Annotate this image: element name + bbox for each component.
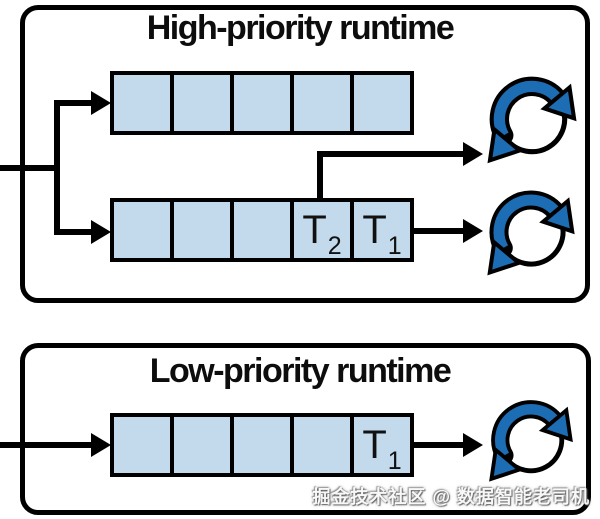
queue-cell [172, 415, 232, 475]
watermark-text: 掘金技术社区 @ 数据智能老司机 [312, 487, 590, 507]
task-label [262, 83, 263, 123]
low-priority-runtime-title: Low-priority runtime [149, 352, 452, 390]
low-priority-queue: T1 [110, 413, 414, 477]
high-priority-queue-a [110, 71, 414, 135]
queue-cell [232, 73, 292, 133]
task-label: T1 [362, 208, 402, 260]
queue-cell [112, 200, 172, 260]
task-label: T1 [362, 423, 402, 475]
queue-cell [232, 200, 292, 260]
queue-cell [352, 73, 412, 133]
task-label: T2 [302, 208, 342, 260]
task-label [382, 83, 383, 123]
task-label [262, 425, 263, 465]
task-label [202, 425, 203, 465]
queue-cell-task-t1: T1 [352, 415, 412, 475]
high-priority-queue-b: T2 T1 [110, 198, 414, 262]
task-label [202, 210, 203, 250]
queue-cell [172, 73, 232, 133]
task-label [322, 425, 323, 465]
queue-cell [172, 200, 232, 260]
task-label [322, 83, 323, 123]
queue-cell-task-t2: T2 [292, 200, 352, 260]
task-label [142, 83, 143, 123]
task-label [202, 83, 203, 123]
queue-cell [292, 415, 352, 475]
high-priority-runtime-title: High-priority runtime [146, 9, 455, 47]
queue-cell [232, 415, 292, 475]
queue-cell [112, 415, 172, 475]
task-label [262, 210, 263, 250]
task-label [142, 210, 143, 250]
queue-cell [112, 73, 172, 133]
queue-cell-task-t1: T1 [352, 200, 412, 260]
queue-cell [292, 73, 352, 133]
task-label [142, 425, 143, 465]
